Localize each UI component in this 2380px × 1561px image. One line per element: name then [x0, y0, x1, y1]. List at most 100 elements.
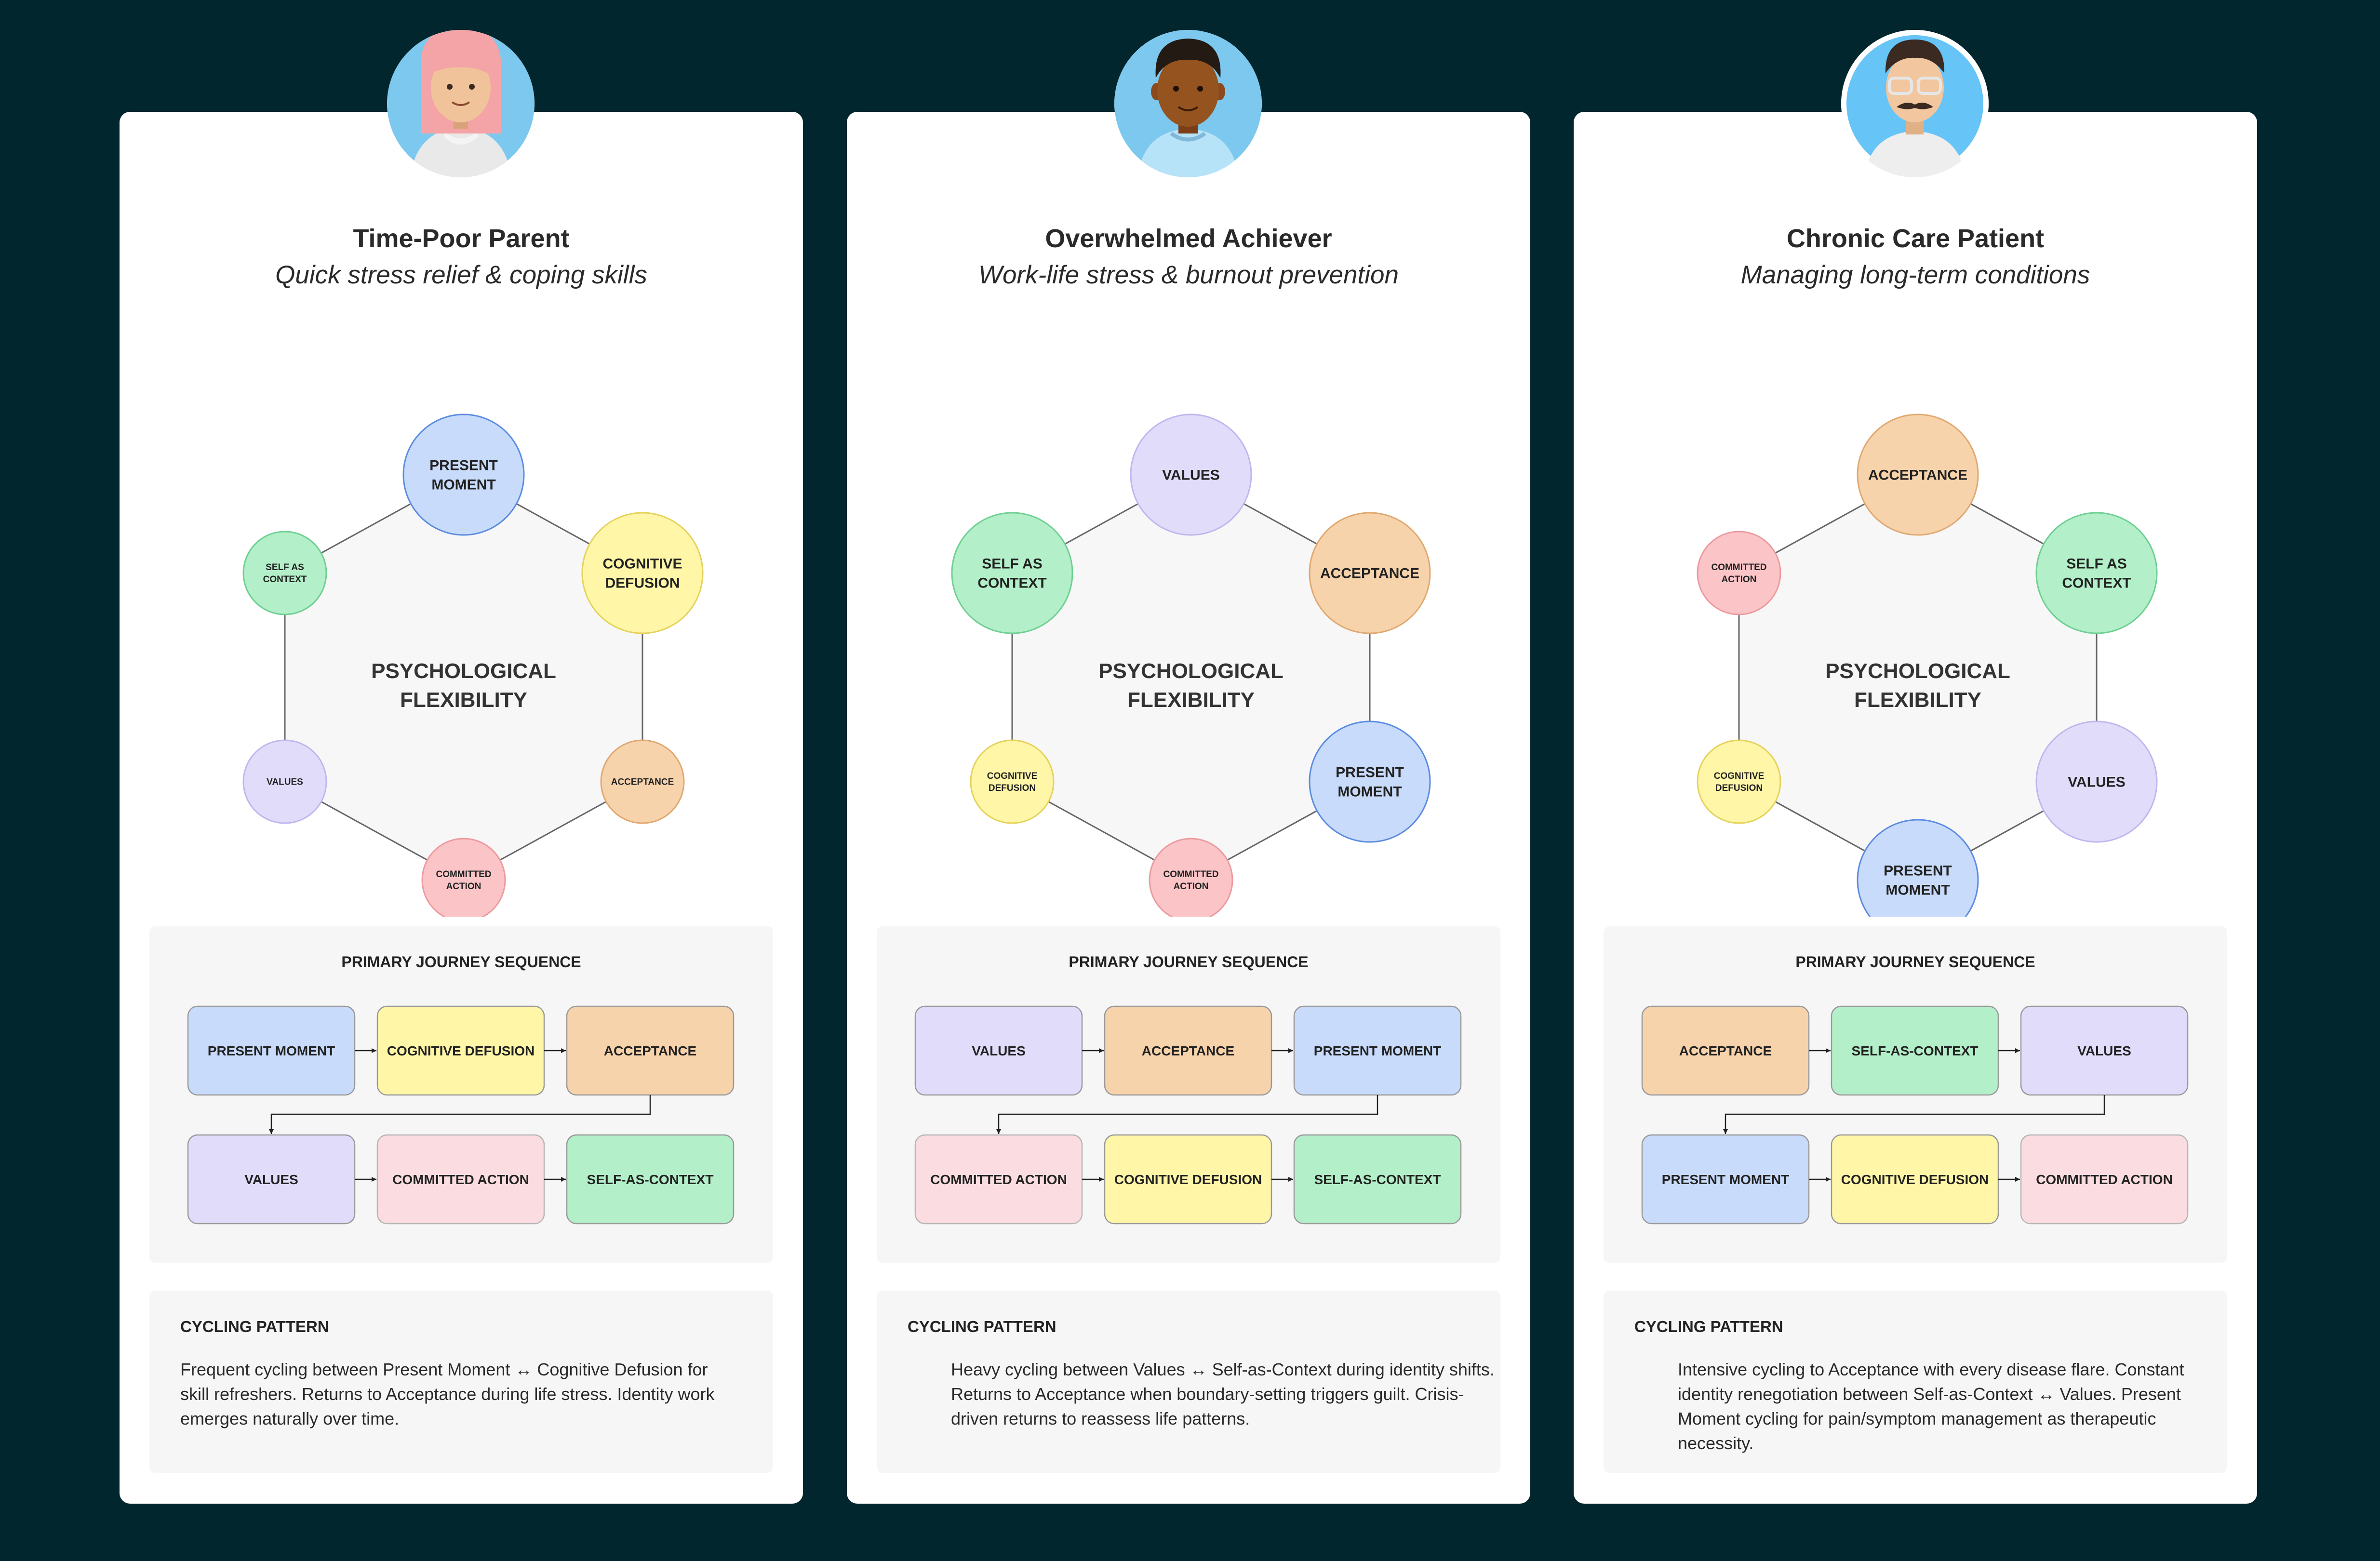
- man-glasses-mustache-avatar: [1841, 30, 1989, 177]
- sequence-step: SELF-AS-CONTEXT: [1831, 1005, 1999, 1096]
- sequence-step: PRESENT MOMENT: [1641, 1134, 1810, 1225]
- step-label: COGNITIVE DEFUSION: [1841, 1172, 1989, 1187]
- center-label-line-1: PSYCHOLOGICAL: [371, 659, 556, 683]
- node-circle: [970, 739, 1055, 824]
- node-selfctx: SELF AS CONTEXT: [2035, 512, 2158, 634]
- node-values: VALUES: [242, 739, 327, 824]
- step-label: COMMITTED ACTION: [930, 1172, 1067, 1187]
- step-label: VALUES: [2077, 1043, 2131, 1058]
- node-label: SELF AS: [982, 556, 1043, 572]
- node-label: DEFUSION: [989, 783, 1036, 793]
- sequence-step: SELF-AS-CONTEXT: [566, 1134, 735, 1225]
- sequence-step: ACCEPTANCE: [566, 1005, 735, 1096]
- node-label: CONTEXT: [263, 574, 307, 585]
- sequence-step: PRESENT MOMENT: [1293, 1005, 1462, 1096]
- node-label: SELF AS: [266, 562, 304, 573]
- sequence-step: COGNITIVE DEFUSION: [376, 1005, 545, 1096]
- center-label-line-1: PSYCHOLOGICAL: [1098, 659, 1284, 683]
- node-values: VALUES: [2035, 720, 2158, 843]
- node-label: ACTION: [446, 881, 481, 892]
- node-label: COGNITIVE: [1714, 771, 1765, 781]
- woman-pink-hair-avatar: [387, 30, 535, 177]
- node-circle: [581, 512, 704, 634]
- node-label: COMMITTED: [1163, 869, 1218, 880]
- node-circle: [600, 739, 685, 824]
- node-circle: [402, 414, 525, 536]
- row-connector-arrow: [269, 1095, 651, 1134]
- persona-title: Chronic Care Patient: [1786, 224, 2045, 253]
- node-label: CONTEXT: [2062, 575, 2131, 591]
- node-circle: [242, 531, 327, 615]
- cycling-line: Frequent cycling between Present Moment …: [180, 1360, 708, 1379]
- avatar-illustration: [387, 30, 535, 177]
- cycling-title: CYCLING PATTERN: [1634, 1318, 1783, 1335]
- sequence-step: COMMITTED ACTION: [914, 1134, 1083, 1225]
- node-label: COMMITTED: [1711, 562, 1766, 573]
- node-circle: [421, 838, 506, 917]
- sequence-step: COMMITTED ACTION: [2020, 1134, 2189, 1225]
- node-label: VALUES: [1162, 467, 1219, 483]
- cycling-description: Heavy cycling between Values ↔ Self-as-C…: [951, 1357, 1495, 1431]
- node-label: COGNITIVE: [987, 771, 1038, 781]
- cycling-pattern-panel: CYCLING PATTERN Intensive cycling to Acce…: [1604, 1291, 2227, 1473]
- step-label: VALUES: [972, 1043, 1026, 1058]
- node-circle: [2035, 720, 2158, 843]
- node-label: SELF AS: [2066, 556, 2127, 572]
- sequence-title: PRIMARY JOURNEY SEQUENCE: [1069, 953, 1309, 971]
- node-circle: [1857, 414, 1979, 536]
- cycling-description: Frequent cycling between Present Moment …: [180, 1357, 714, 1431]
- sequence-title: PRIMARY JOURNEY SEQUENCE: [341, 953, 581, 971]
- step-label: PRESENT MOMENT: [208, 1043, 335, 1058]
- node-acceptance: ACCEPTANCE: [600, 739, 685, 824]
- cycling-line: necessity.: [1678, 1433, 1754, 1453]
- center-label-line-2: FLEXIBILITY: [400, 688, 527, 712]
- node-label: ACTION: [1174, 881, 1209, 892]
- sequence-title: PRIMARY JOURNEY SEQUENCE: [1795, 953, 2035, 971]
- sequence-step: SELF-AS-CONTEXT: [1293, 1134, 1462, 1225]
- persona-subtitle: Work-life stress & burnout prevention: [978, 261, 1399, 289]
- cycling-line: Intensive cycling to Acceptance with eve…: [1678, 1360, 2184, 1379]
- journey-sequence-panel: VALUES ACCEPTANCE PRESENT MOMENT COMMITTED …: [877, 926, 1500, 1263]
- persona-subtitle: Managing long-term conditions: [1740, 261, 2090, 289]
- node-label: PRESENT: [429, 458, 498, 474]
- node-defusion: COGNITIVE DEFUSION: [970, 739, 1055, 824]
- node-circle: [951, 512, 1073, 634]
- step-label: COMMITTED ACTION: [2036, 1172, 2173, 1187]
- step-label: COMMITTED ACTION: [392, 1172, 529, 1187]
- node-circle: [1697, 531, 1781, 615]
- sequence-step: COMMITTED ACTION: [376, 1134, 545, 1225]
- node-label: MOMENT: [1885, 882, 1950, 898]
- center-label-line-2: FLEXIBILITY: [1854, 688, 1981, 712]
- sequence-step: ACCEPTANCE: [1641, 1005, 1810, 1096]
- node-label: DEFUSION: [605, 575, 680, 591]
- node-label: PRESENT: [1336, 765, 1404, 781]
- cycling-title: CYCLING PATTERN: [180, 1318, 329, 1335]
- node-defusion: COGNITIVE DEFUSION: [581, 512, 704, 634]
- node-label: COGNITIVE: [602, 556, 682, 572]
- node-label: VALUES: [267, 777, 303, 787]
- persona-subtitle: Quick stress relief & coping skills: [275, 261, 647, 289]
- step-label: SELF-AS-CONTEXT: [587, 1172, 714, 1187]
- node-circle: [1309, 512, 1431, 634]
- row-connector-arrow: [996, 1095, 1378, 1134]
- step-label: ACCEPTANCE: [1142, 1043, 1234, 1058]
- cycling-line: Moment cycling for pain/symptom manageme…: [1678, 1409, 2156, 1428]
- node-label: ACTION: [1722, 574, 1757, 585]
- journey-sequence-flow: VALUES ACCEPTANCE PRESENT MOMENT COMMITTED …: [914, 1005, 1462, 1225]
- node-circle: [1149, 838, 1233, 917]
